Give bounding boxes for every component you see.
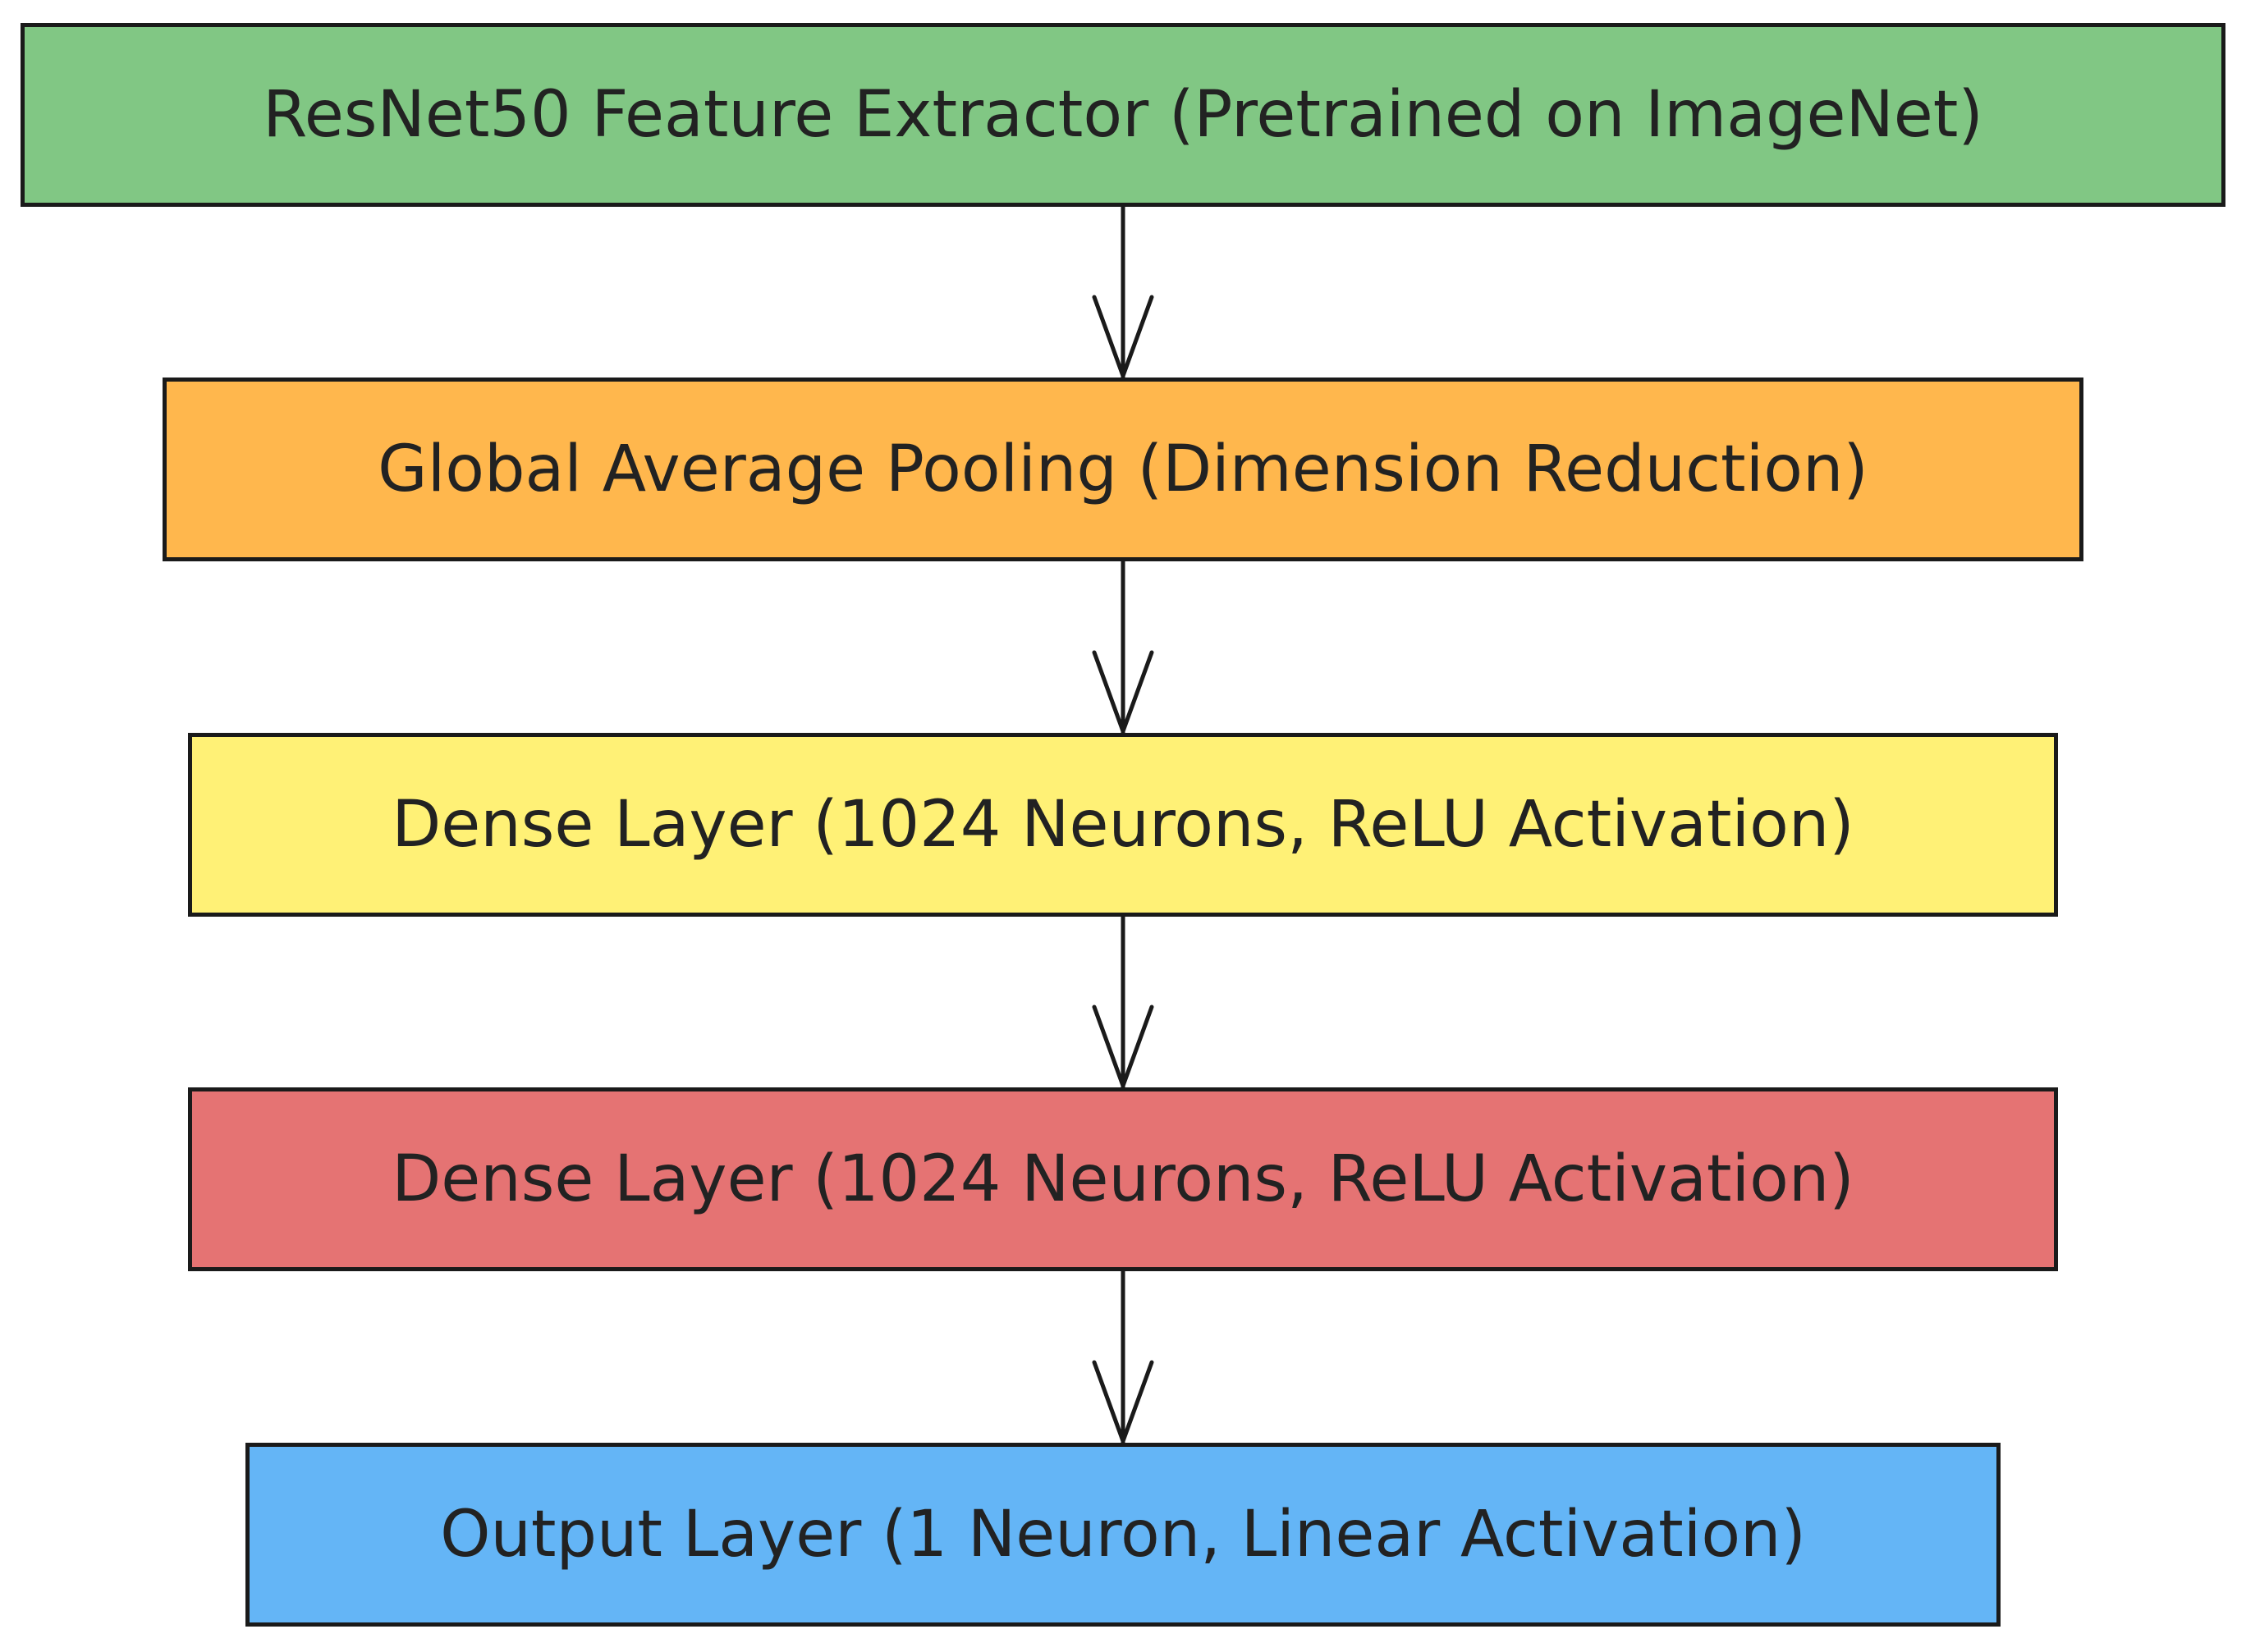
node-dense-layer-2: Dense Layer (1024 Neurons, ReLU Activati… — [188, 1087, 2058, 1271]
node-resnet50-feature-extractor: ResNet50 Feature Extractor (Pretrained o… — [21, 23, 2225, 207]
edge-gap-to-dense1 — [1092, 559, 1154, 735]
node-label: Dense Layer (1024 Neurons, ReLU Activati… — [392, 788, 1854, 862]
node-output-layer: Output Layer (1 Neuron, Linear Activatio… — [245, 1443, 2001, 1627]
node-dense-layer-1: Dense Layer (1024 Neurons, ReLU Activati… — [188, 733, 2058, 917]
node-label: Output Layer (1 Neuron, Linear Activatio… — [440, 1498, 1806, 1572]
node-global-average-pooling: Global Average Pooling (Dimension Reduct… — [163, 378, 2083, 561]
node-label: Dense Layer (1024 Neurons, ReLU Activati… — [392, 1142, 1854, 1216]
edge-dense1-to-dense2 — [1092, 914, 1154, 1090]
edge-dense2-to-output — [1092, 1269, 1154, 1445]
edge-resnet50-to-gap — [1092, 204, 1154, 380]
node-label: ResNet50 Feature Extractor (Pretrained o… — [263, 78, 1983, 152]
node-label: Global Average Pooling (Dimension Reduct… — [378, 432, 1868, 506]
